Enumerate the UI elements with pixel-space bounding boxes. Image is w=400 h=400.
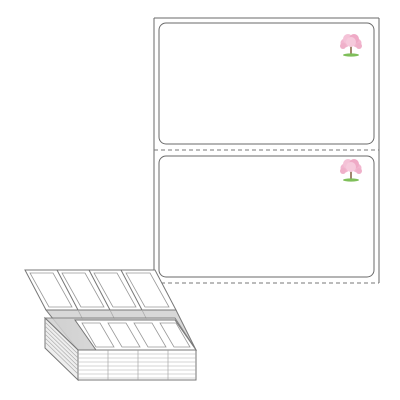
label-top — [158, 22, 375, 145]
fanfold-stack-icon — [24, 269, 197, 382]
label-bottom — [158, 155, 375, 278]
